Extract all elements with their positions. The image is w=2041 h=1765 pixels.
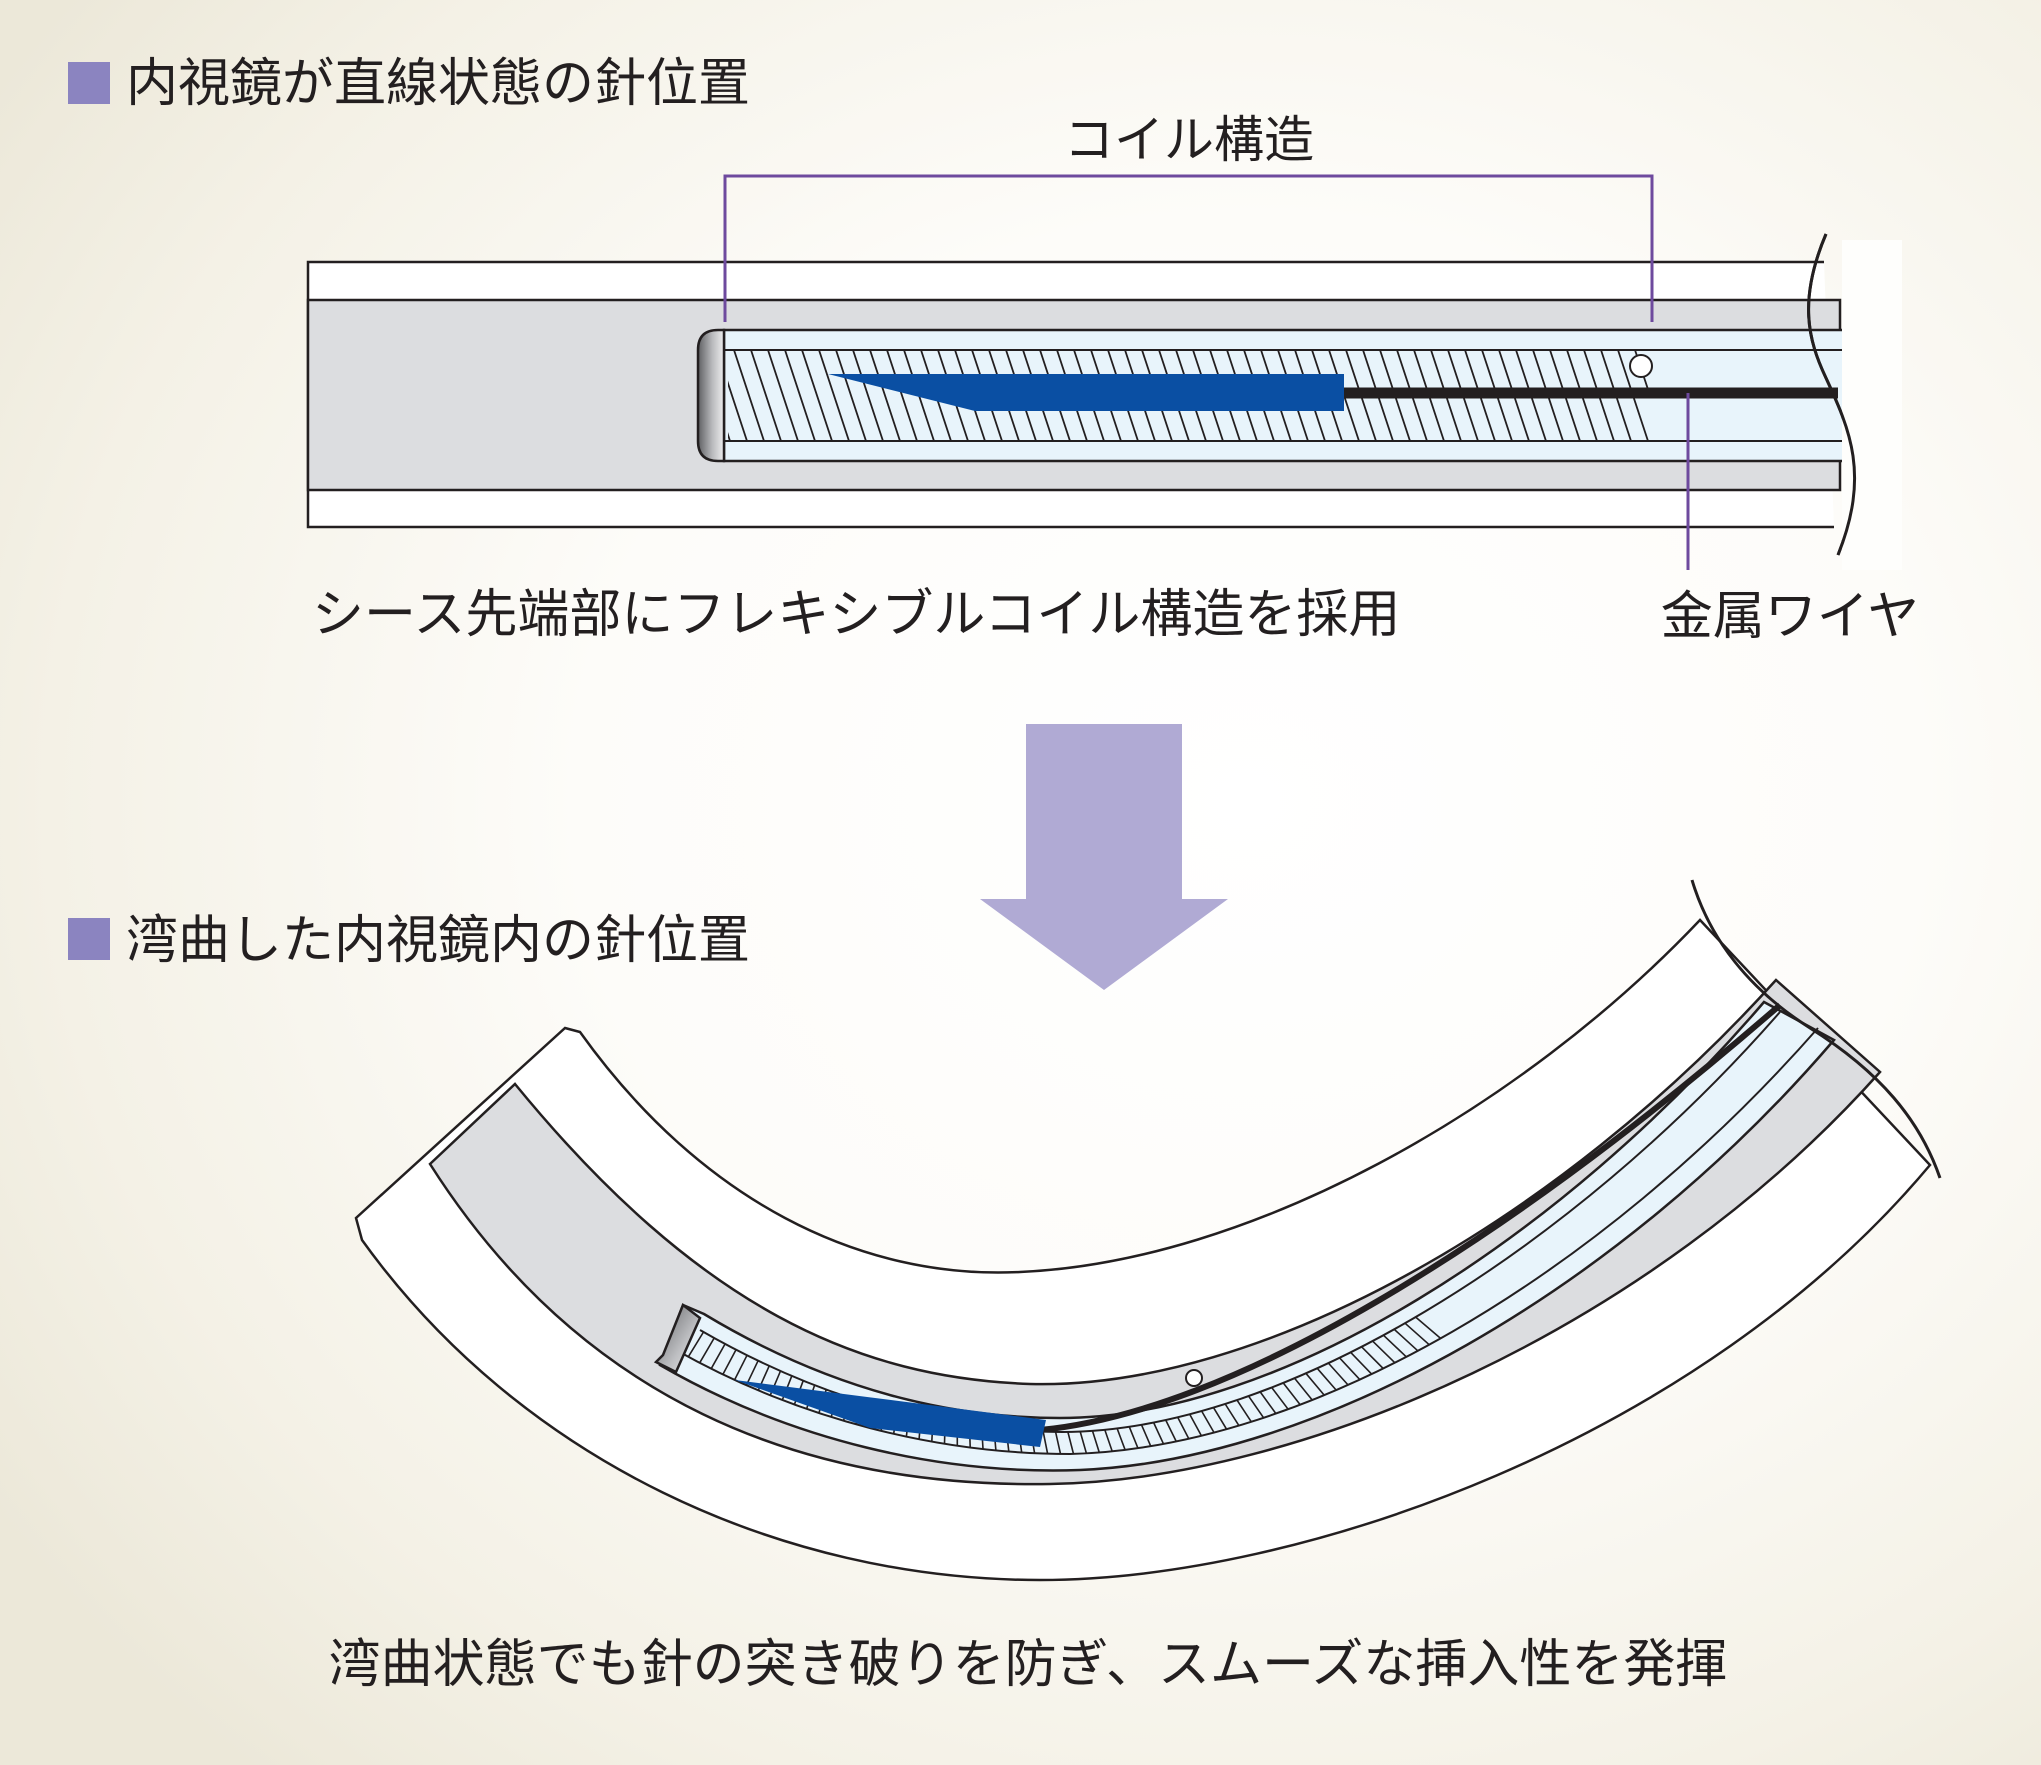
coil-stripe [750, 350, 782, 441]
curved-coil-stripe [1382, 1334, 1407, 1358]
curved-coil-stripe [1140, 1424, 1152, 1447]
bullet-square-icon [68, 62, 110, 104]
curved-coil-stripe [1259, 1391, 1277, 1415]
curved-coil-stripe [1104, 1429, 1113, 1452]
curved-coil-stripe [1200, 1410, 1215, 1433]
bullet-square-icon [68, 918, 110, 960]
curved-coil-stripe [1091, 1430, 1101, 1453]
curved-sheath-tip-cap [653, 1303, 702, 1374]
sheath-tip-cap [696, 328, 726, 463]
caption-top: シース先端部にフレキシブルコイル構造を採用 [312, 585, 1400, 645]
curved-coil-stripe [699, 1337, 715, 1364]
curved-coil-stripe [1188, 1413, 1203, 1437]
curved-coil-end-ring [1185, 1369, 1203, 1387]
coil-stripe [869, 350, 901, 441]
section-curved-title: 湾曲した内視鏡内の針位置 [126, 911, 750, 971]
straight-endoscope [306, 233, 1902, 570]
curved-coil-stripe [1152, 1422, 1165, 1445]
curved-coil-stripe [1212, 1407, 1228, 1430]
needle-blade [828, 374, 1344, 411]
curved-coil-stripe [1393, 1328, 1419, 1352]
coil-stripe [852, 350, 884, 441]
curved-coil-stripe [1042, 1431, 1049, 1454]
curved-coil-stripe [1247, 1395, 1265, 1419]
coil-stripe [886, 350, 918, 441]
wire-annotation: 金属ワイヤ [1661, 393, 1919, 647]
coil-stripe [767, 350, 799, 441]
curved-coil-stripe [710, 1343, 726, 1370]
section-straight-title: 内視鏡が直線状態の針位置 [126, 54, 750, 114]
curved-coil-stripe [722, 1349, 737, 1375]
curved-coil-stripe [1293, 1377, 1313, 1401]
coil-stripe [818, 350, 850, 441]
coil-bracket [723, 174, 1654, 322]
curved-coil-stripe [1054, 1431, 1062, 1455]
curved-coil-stripe [1079, 1431, 1088, 1454]
curved-coil-stripe [1236, 1399, 1252, 1423]
curved-coil-stripe [733, 1354, 748, 1381]
curved-coil-stripe [1338, 1357, 1361, 1381]
curved-coil-stripe [1305, 1372, 1325, 1396]
curved-endoscope [354, 879, 1942, 1582]
curved-sheath-inner-bottom [675, 1027, 1819, 1456]
section-straight-heading: 内視鏡が直線状態の針位置 [68, 54, 750, 114]
curved-coil-stripe [1176, 1416, 1190, 1440]
curved-coil-stripe [1271, 1387, 1289, 1410]
curved-coil-stripe [1361, 1346, 1384, 1370]
coil-annotation: コイル構造 [723, 111, 1654, 322]
down-arrow-icon [980, 724, 1228, 990]
curved-needle-blade [735, 1380, 1046, 1447]
coil-label: コイル構造 [1064, 111, 1314, 169]
section-curved-heading: 湾曲した内視鏡内の針位置 [68, 911, 750, 971]
curved-coil-stripe [1372, 1340, 1396, 1364]
coil-stripe [801, 350, 833, 441]
curved-metal-wire [1039, 1002, 1782, 1433]
coil-end-ring [1629, 354, 1653, 378]
curved-coil-stripe [1404, 1322, 1430, 1346]
curved-coil-stripe [1350, 1351, 1373, 1375]
coil-stripe [784, 350, 816, 441]
curved-coil-stripe [1327, 1362, 1349, 1386]
curved-coil-stripe [1116, 1428, 1126, 1451]
curved-working-channel [428, 978, 1882, 1486]
curved-coil-stripe [1164, 1419, 1177, 1442]
coil-stripe [835, 350, 867, 441]
curved-coil-stripe [1415, 1316, 1442, 1340]
curved-cut-end-line [1690, 879, 1942, 1179]
curved-coil-stripe [1282, 1382, 1301, 1406]
curved-coil-stripe [1224, 1403, 1240, 1427]
curved-coil-stripe [1067, 1431, 1075, 1455]
curved-coil-stripe [745, 1360, 759, 1386]
curved-coil-stripe [687, 1331, 705, 1358]
coil-stripe [728, 380, 748, 441]
coil-stripe [733, 350, 765, 441]
caption-bottom: 湾曲状態でも針の突き破りを防ぎ、スムーズな挿入性を発揮 [329, 1635, 1728, 1695]
wire-label: 金属ワイヤ [1661, 587, 1919, 647]
curved-coil-stripe [1128, 1426, 1139, 1449]
curved-coil-stripe [1316, 1367, 1337, 1391]
